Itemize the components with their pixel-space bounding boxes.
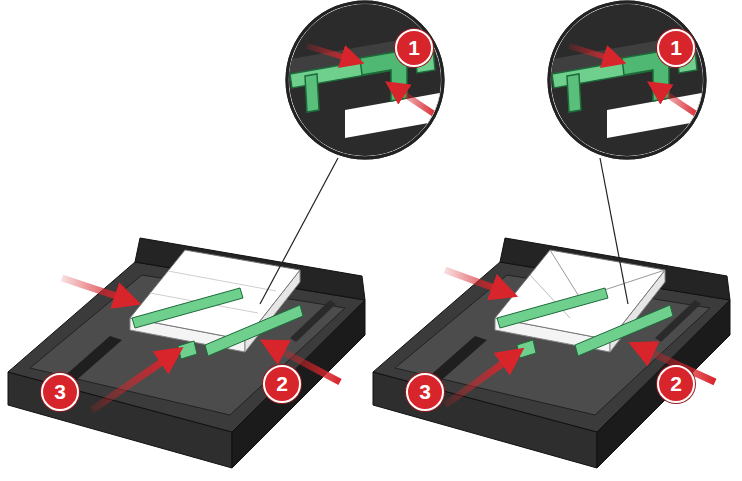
paper-stack bbox=[130, 250, 300, 352]
callout-number: 1 bbox=[657, 29, 695, 67]
leader-line bbox=[260, 158, 338, 304]
envelope-stack bbox=[495, 250, 665, 352]
callout-number: 2 bbox=[263, 365, 301, 403]
callout-number: 3 bbox=[406, 373, 444, 411]
magnifier bbox=[285, 0, 445, 160]
leader-line bbox=[600, 158, 628, 304]
callout-number: 3 bbox=[41, 373, 79, 411]
direction-arrows bbox=[445, 270, 715, 405]
direction-arrows bbox=[62, 278, 340, 410]
paper-tray bbox=[8, 238, 365, 468]
callout-number: 1 bbox=[395, 29, 433, 67]
paper-tray bbox=[373, 238, 730, 468]
callout-number: 2 bbox=[657, 365, 695, 403]
magnifier bbox=[547, 0, 707, 160]
